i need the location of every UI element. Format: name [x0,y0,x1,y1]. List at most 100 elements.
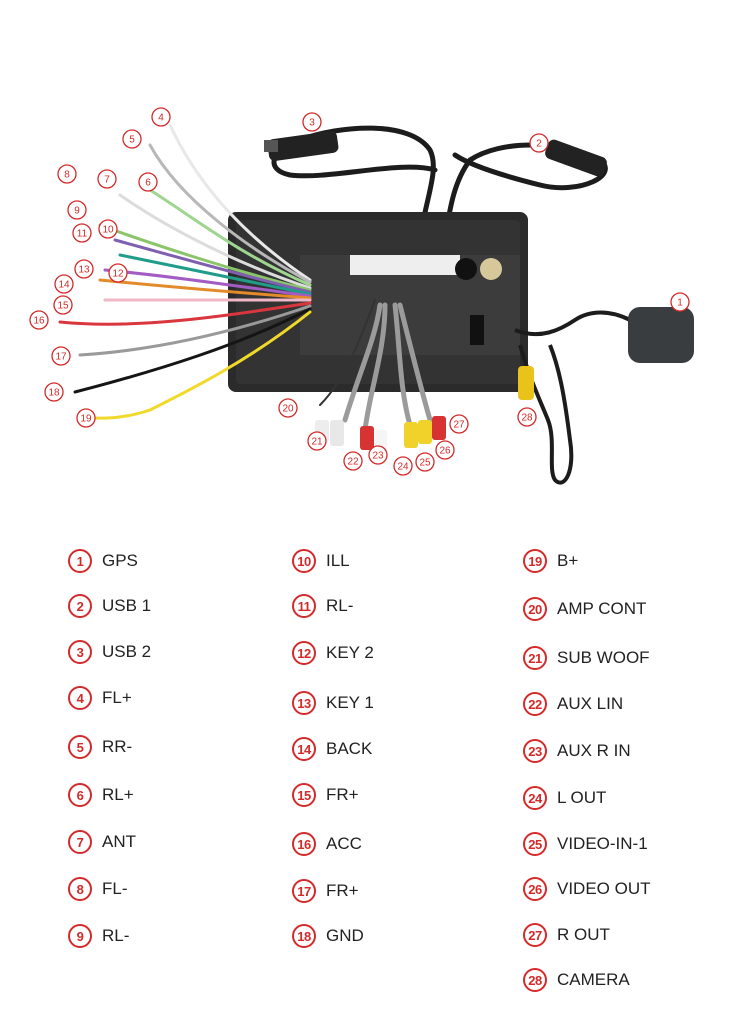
svg-text:16: 16 [33,316,45,327]
legend-number-badge: 7 [68,830,92,854]
svg-text:18: 18 [48,388,60,399]
callout-20: 20 [278,398,298,418]
svg-text:28: 28 [521,413,533,424]
svg-text:17: 17 [55,352,67,363]
legend-item: 2 USB 1 [68,591,151,621]
callout-21: 21 [307,431,327,451]
legend-label: R OUT [557,925,610,944]
legend-label: FL- [102,879,128,898]
legend-number-badge: 15 [292,783,316,807]
legend-number-badge: 19 [523,549,547,573]
callout-23: 23 [368,445,388,465]
legend-number-badge: 26 [523,877,547,901]
rca-plugs [315,416,446,450]
callout-28: 28 [517,407,537,427]
gps-antenna [514,307,694,485]
svg-text:11: 11 [77,229,88,240]
legend-number-badge: 21 [523,646,547,670]
legend-item: 19 B+ [523,546,578,576]
callout-11: 11 [72,223,92,243]
callout-19: 19 [76,408,96,428]
legend-label: AUX LIN [557,694,624,713]
legend-number-badge: 25 [523,832,547,856]
legend-label: ILL [326,551,350,570]
legend-number-badge: 14 [292,737,316,761]
legend-item: 22 AUX LIN [523,689,623,719]
head-unit [228,212,528,392]
callout-4: 4 [151,107,171,127]
svg-text:26: 26 [439,446,451,457]
callout-6: 6 [138,172,158,192]
svg-text:3: 3 [309,118,315,129]
legend-number-badge: 11 [292,594,316,618]
callout-markers: 1 2 3 4 5 6 7 8 9 10 11 12 13 14 15 16 1… [29,107,690,476]
legend-number-badge: 16 [292,832,316,856]
callout-18: 18 [44,382,64,402]
legend-label: AMP CONT [557,599,647,618]
legend-number-badge: 8 [68,877,92,901]
legend-label: ANT [102,832,136,851]
callout-15: 15 [53,295,73,315]
legend-number-badge: 3 [68,640,92,664]
svg-text:19: 19 [80,414,92,425]
callout-5: 5 [122,129,142,149]
callout-10: 10 [98,219,118,239]
legend-label: VIDEO-IN-1 [557,834,648,853]
legend-label: B+ [557,551,579,570]
legend-item: 21 SUB WOOF [523,643,650,673]
legend-label: KEY 1 [326,693,374,712]
legend-number-badge: 27 [523,923,547,947]
legend-item: 24 L OUT [523,783,606,813]
svg-text:14: 14 [58,280,70,291]
legend-item: 25 VIDEO-IN-1 [523,829,648,859]
legend-item: 14 BACK [292,734,372,764]
callout-24: 24 [393,456,413,476]
usb-cable-2 [442,139,608,243]
svg-text:27: 27 [453,420,465,431]
legend-label: RR- [102,737,133,756]
svg-text:5: 5 [129,135,135,146]
svg-text:23: 23 [372,451,384,462]
legend-label: BACK [326,739,373,758]
legend-label: USB 1 [102,596,152,615]
legend-label: CAMERA [557,970,630,989]
legend-number-badge: 1 [68,549,92,573]
legend-number-badge: 6 [68,783,92,807]
callout-13: 13 [74,259,94,279]
legend-number-badge: 2 [68,594,92,618]
legend-label: GPS [102,551,138,570]
legend-number-badge: 4 [68,686,92,710]
legend-item: 27 R OUT [523,920,610,950]
legend-label: SUB WOOF [557,648,650,667]
legend-label: FR+ [326,881,359,900]
legend-label: USB 2 [102,642,152,661]
rca-cables [319,299,433,433]
callout-26: 26 [435,440,455,460]
callout-8: 8 [57,164,77,184]
legend-number-badge: 24 [523,786,547,810]
legend-number-badge: 13 [292,691,316,715]
usb-cable-3 [264,125,438,243]
svg-text:1: 1 [677,298,683,309]
legend-number-badge: 22 [523,692,547,716]
legend-item: 8 FL- [68,874,128,904]
legend-item: 1 GPS [68,546,138,576]
callout-12: 12 [108,263,128,283]
callout-17: 17 [51,346,71,366]
svg-text:4: 4 [158,113,164,124]
callout-1: 1 [670,292,690,312]
legend-number-badge: 20 [523,597,547,621]
svg-text:22: 22 [347,457,359,468]
svg-text:20: 20 [282,404,294,415]
wire-harness [58,123,312,420]
legend-label: L OUT [557,788,607,807]
